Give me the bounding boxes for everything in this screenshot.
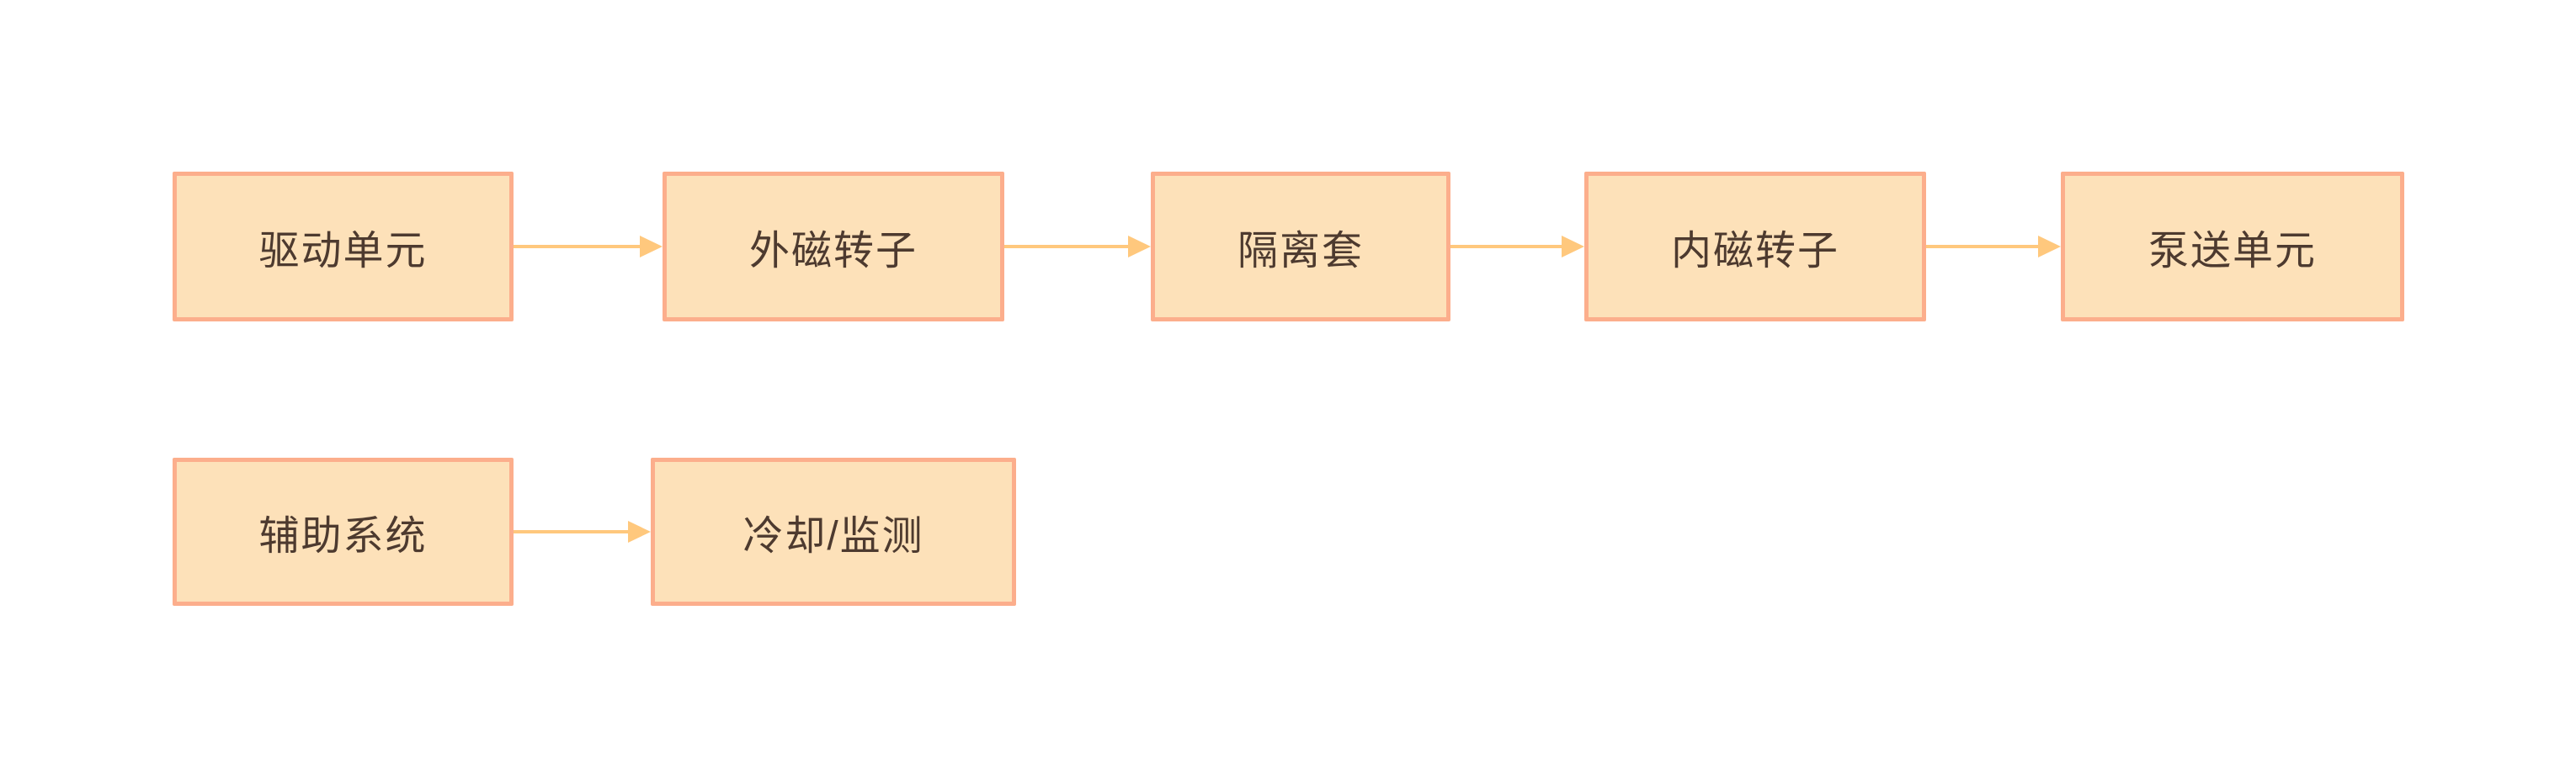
node-isolation-sleeve-label: 隔离套 xyxy=(1237,229,1364,273)
edge-line xyxy=(514,530,628,533)
node-auxiliary-system-label: 辅助系统 xyxy=(258,514,428,559)
edge-line xyxy=(1004,245,1128,248)
edge-line xyxy=(1926,245,2038,248)
node-pumping-unit: 泵送单元 xyxy=(2061,172,2404,321)
edge-line xyxy=(514,245,640,248)
node-cooling-monitoring-label: 冷却/监测 xyxy=(742,514,924,559)
node-auxiliary-system: 辅助系统 xyxy=(173,458,514,606)
node-pumping-unit-label: 泵送单元 xyxy=(2148,229,2317,273)
node-outer-magnetic-rotor-label: 外磁转子 xyxy=(748,229,918,273)
edge-outer-magnetic-rotor-to-isolation-sleeve xyxy=(1004,236,1151,257)
edge-auxiliary-system-to-cooling-monitoring xyxy=(514,521,651,543)
node-isolation-sleeve: 隔离套 xyxy=(1151,172,1450,321)
node-drive-unit-label: 驱动单元 xyxy=(258,229,428,273)
node-outer-magnetic-rotor: 外磁转子 xyxy=(663,172,1004,321)
edge-inner-magnetic-rotor-to-pumping-unit xyxy=(1926,236,2061,257)
arrowhead-right-icon xyxy=(1562,236,1584,257)
node-cooling-monitoring: 冷却/监测 xyxy=(651,458,1016,606)
node-inner-magnetic-rotor-label: 内磁转子 xyxy=(1670,229,1839,273)
arrowhead-right-icon xyxy=(640,236,663,257)
node-inner-magnetic-rotor: 内磁转子 xyxy=(1584,172,1926,321)
edge-isolation-sleeve-to-inner-magnetic-rotor xyxy=(1450,236,1584,257)
node-drive-unit: 驱动单元 xyxy=(173,172,514,321)
arrowhead-right-icon xyxy=(2038,236,2061,257)
edge-drive-unit-to-outer-magnetic-rotor xyxy=(514,236,663,257)
edge-line xyxy=(1450,245,1562,248)
arrowhead-right-icon xyxy=(1128,236,1151,257)
arrowhead-right-icon xyxy=(628,521,651,543)
